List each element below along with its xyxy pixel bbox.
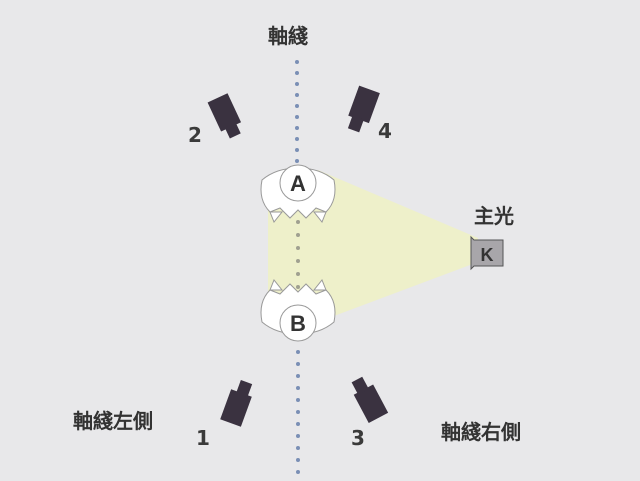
actor-b bbox=[260, 279, 336, 342]
actor-a-label: A bbox=[290, 171, 306, 196]
camera-4-number: 4 bbox=[378, 119, 392, 143]
camera-2-number: 2 bbox=[188, 123, 202, 147]
camera-4 bbox=[347, 85, 380, 133]
left-side-label: 軸綫左側 bbox=[73, 409, 153, 433]
actor-b-label: B bbox=[290, 311, 306, 336]
actor-a bbox=[260, 164, 336, 223]
camera-3 bbox=[351, 376, 389, 424]
key-light-label: 主光 bbox=[474, 204, 514, 228]
camera-3-number: 3 bbox=[351, 426, 365, 450]
right-side-label: 軸綫右側 bbox=[441, 420, 521, 444]
axis-line bbox=[295, 60, 300, 474]
key-light: K bbox=[470, 235, 504, 271]
svg-text:K: K bbox=[481, 245, 494, 265]
camera-1 bbox=[220, 379, 253, 427]
camera-2 bbox=[207, 93, 242, 139]
camera-1-number: 1 bbox=[196, 426, 210, 450]
actor-eyeline-dots bbox=[296, 220, 300, 289]
axis-label: 軸綫 bbox=[268, 24, 308, 48]
